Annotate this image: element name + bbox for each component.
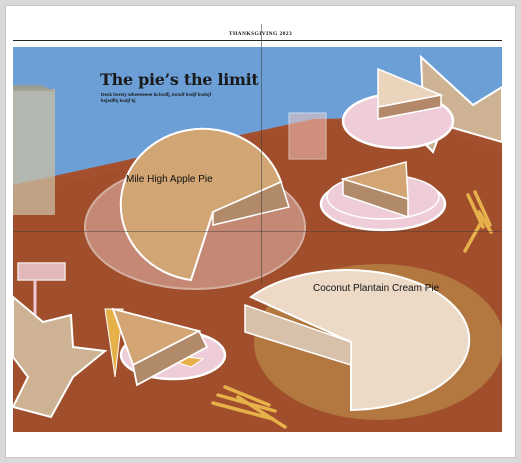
glass (288, 112, 327, 160)
coconut-pie (249, 269, 471, 412)
coconut-pie-label: Coconut Plantain Cream Pie (313, 283, 440, 294)
slice-middle-top (340, 161, 409, 201)
fork-right (463, 190, 493, 253)
dek-text: Deck hereiy wheeeeeee kchsdfj ,ksndf ksd… (101, 92, 212, 103)
apple-pie (119, 127, 283, 282)
headline: The pie’s the limit (100, 70, 259, 89)
running-head: THANKSGIVING 2023 (228, 31, 293, 37)
chair-back (13, 89, 55, 215)
layout-guide-horizontal (13, 231, 502, 232)
slice-top-right-top (377, 67, 444, 108)
layout-guide-vertical (261, 24, 262, 284)
header-rule (13, 40, 502, 41)
apple-pie-label: Mile High Apple Pie (126, 174, 213, 185)
pie-illustration (13, 47, 502, 432)
slice-bottom-left-side (131, 329, 209, 387)
hand-bottom-left (13, 295, 108, 419)
chair-rail (17, 262, 66, 281)
chair-top (13, 85, 55, 91)
coconut-pie-cut (244, 303, 352, 367)
apple-pie-cut (212, 180, 290, 226)
fork-bottom (211, 385, 287, 429)
